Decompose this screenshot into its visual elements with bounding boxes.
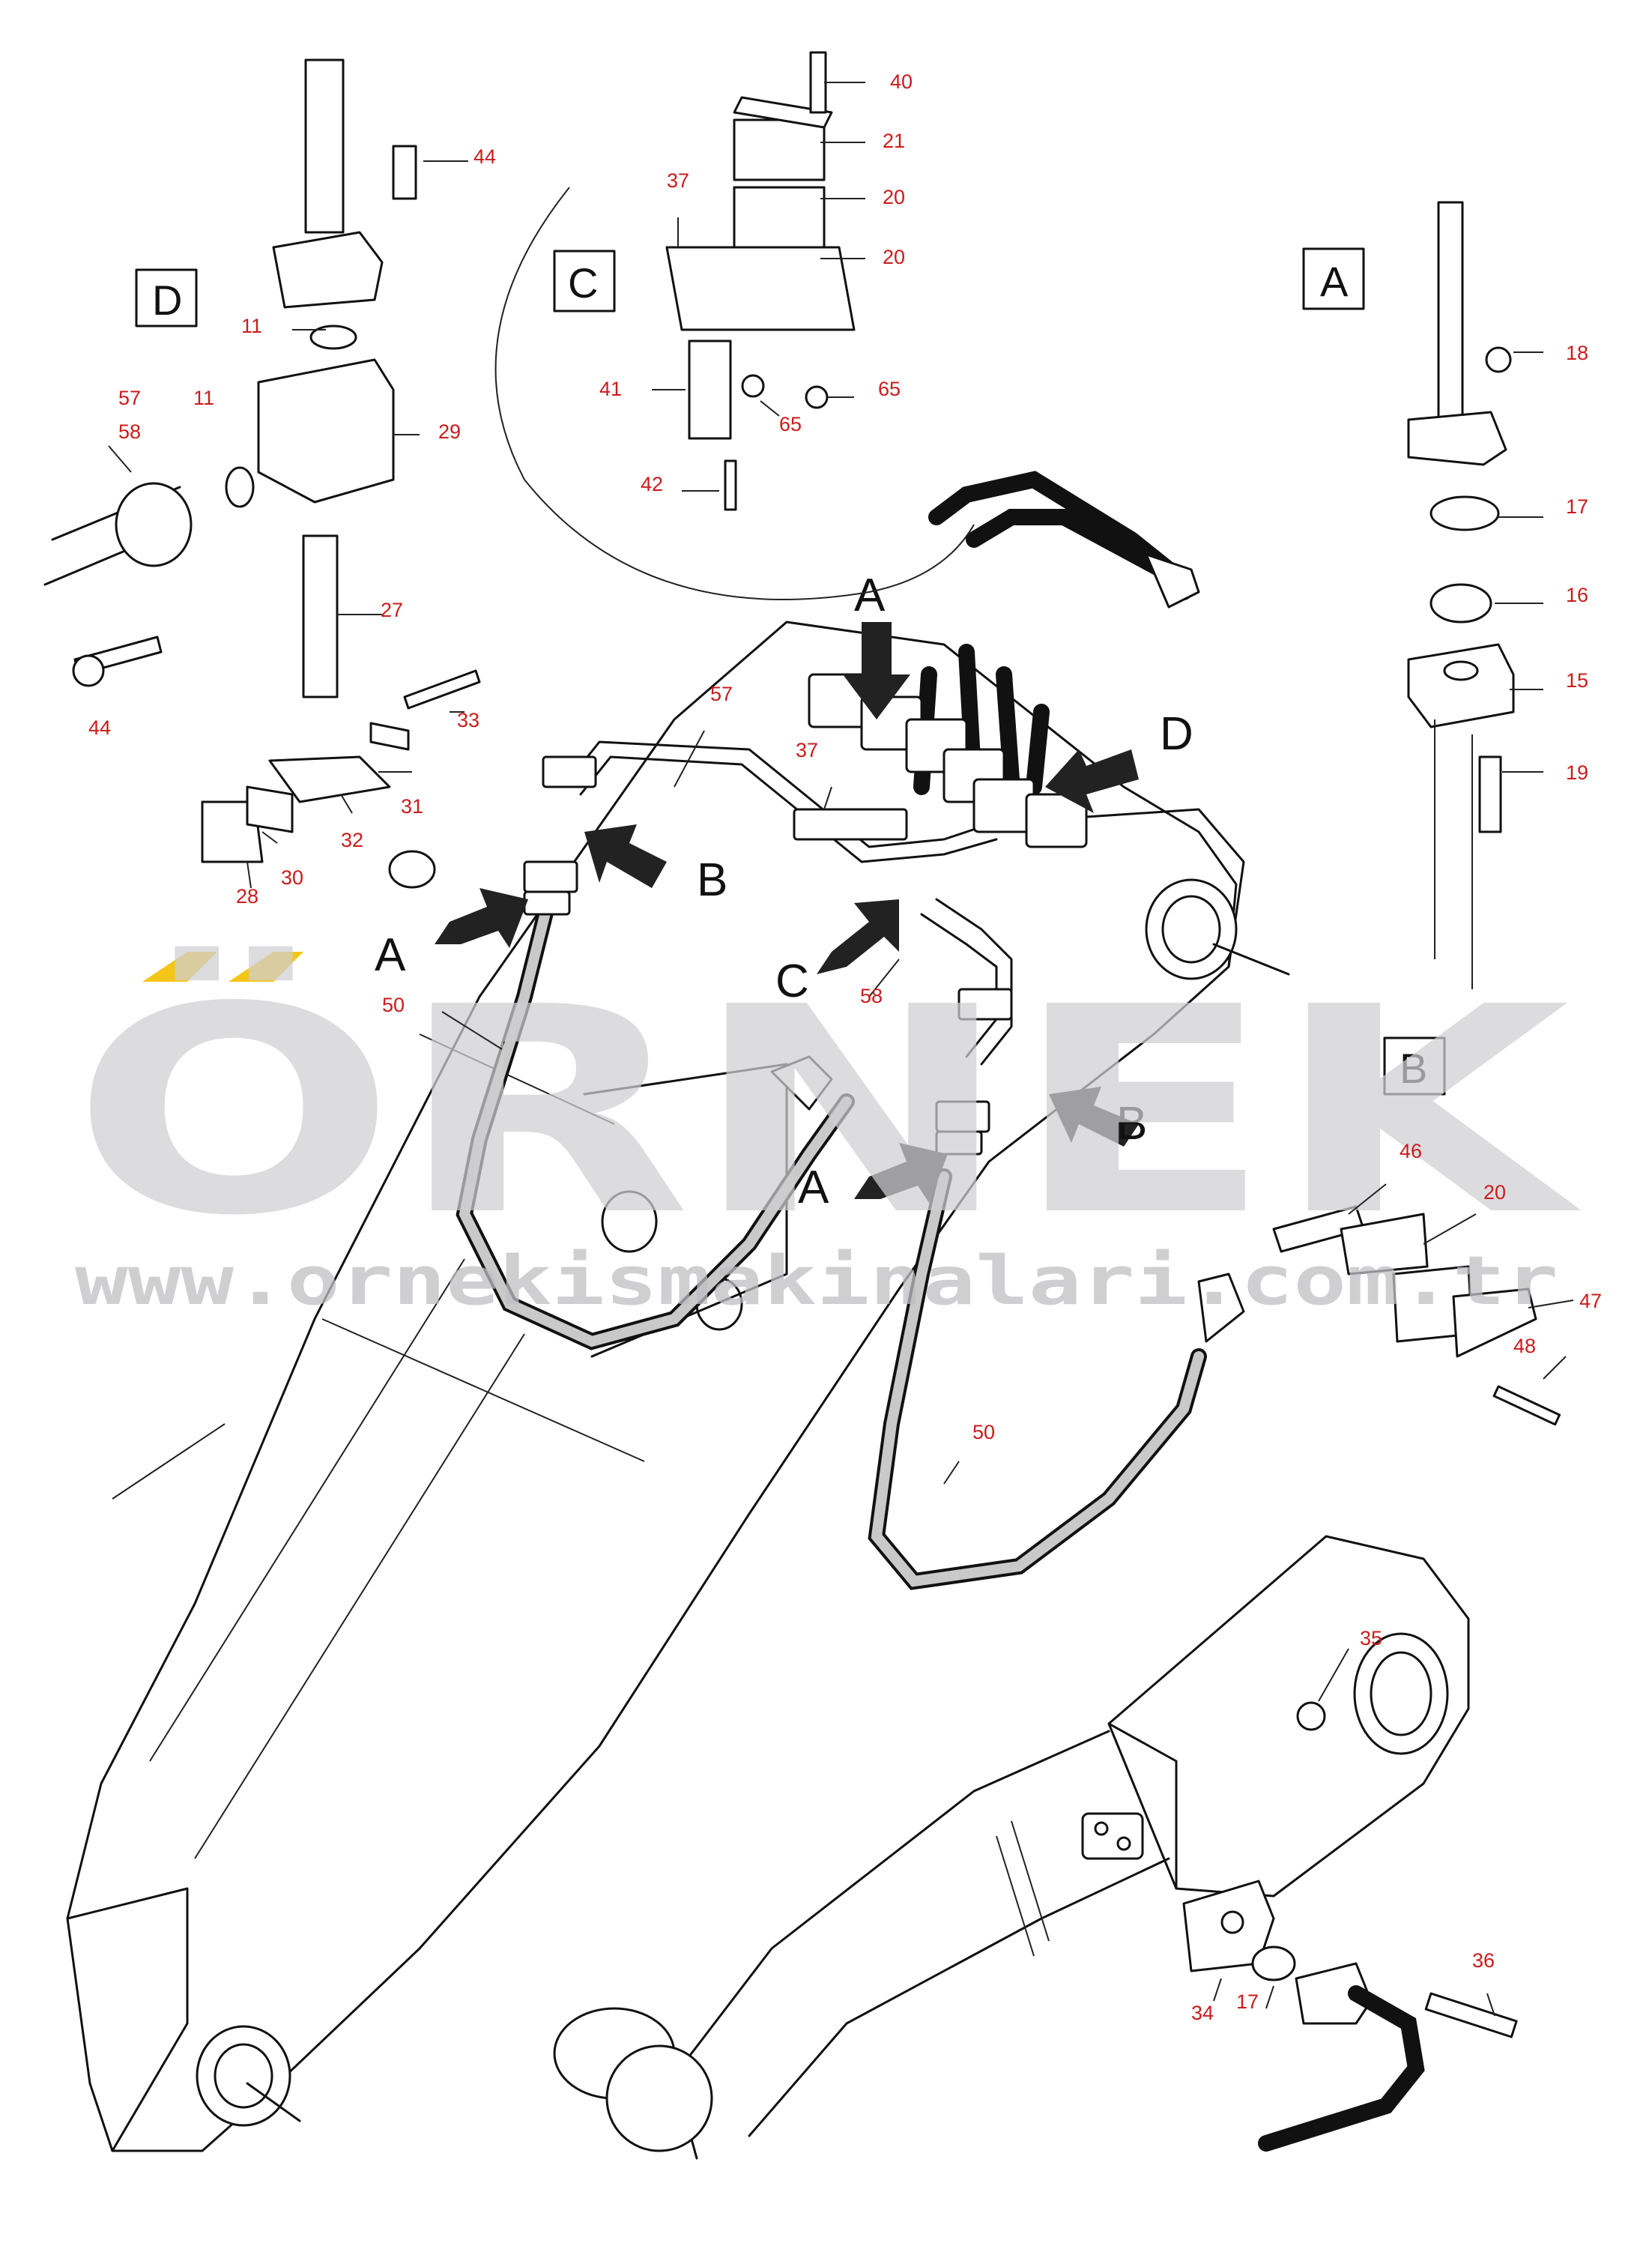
callout-numbers: 44 11 57 58 11 29 27 44 33 31 32 30 28 4… — [88, 70, 1602, 2024]
callout-57-left: 57 — [118, 387, 141, 409]
view-boxes: D C A B — [135, 247, 1446, 1096]
view-box-a: A — [1320, 258, 1349, 305]
view-box-c: C — [568, 259, 598, 307]
arrow-label-d: D — [1160, 708, 1193, 760]
callout-44-top: 44 — [473, 145, 496, 168]
callout-32: 32 — [341, 829, 363, 851]
callout-44-left: 44 — [88, 716, 111, 739]
callout-16: 16 — [1566, 584, 1588, 606]
callout-58-main: 58 — [860, 985, 883, 1007]
callout-31: 31 — [401, 795, 423, 818]
callout-50-left: 50 — [382, 994, 405, 1016]
callout-65-right: 65 — [878, 378, 901, 400]
callout-50-right: 50 — [972, 1421, 995, 1443]
callout-15: 15 — [1566, 669, 1588, 692]
view-box-d: D — [152, 277, 182, 324]
callout-46: 46 — [1400, 1140, 1422, 1162]
arrow-label-b-right: B — [1116, 1098, 1147, 1150]
callout-41: 41 — [599, 378, 622, 400]
watermark-umlaut-accent — [142, 952, 303, 982]
callout-11-top: 11 — [241, 315, 262, 337]
callout-36: 36 — [1472, 1949, 1495, 1972]
callout-19: 19 — [1566, 761, 1588, 784]
view-box-c-frame — [553, 250, 616, 313]
leader-lines — [108, 82, 1574, 2017]
callout-34: 34 — [1191, 2002, 1214, 2024]
view-box-a-frame — [1302, 247, 1365, 310]
callout-42: 42 — [641, 473, 663, 495]
arrow-label-b-left: B — [697, 854, 727, 906]
callout-20-lower: 20 — [883, 246, 905, 268]
callout-30: 30 — [281, 866, 303, 889]
callout-58-left: 58 — [118, 420, 141, 443]
boom-arm — [66, 621, 1290, 2152]
view-box-b: B — [1400, 1045, 1427, 1092]
callout-18: 18 — [1566, 342, 1588, 364]
callout-11-left: 11 — [193, 387, 214, 409]
callout-57-main: 57 — [710, 683, 733, 705]
arrow-label-a-bottom: A — [798, 1162, 829, 1213]
view-box-d-frame — [135, 268, 198, 327]
direction-labels: A D B A C B A — [375, 570, 1193, 1213]
view-box-b-frame — [1383, 1036, 1446, 1096]
watermark-url: www.ornekismakinalari.com.tr — [75, 1242, 1558, 1320]
detail-c — [494, 51, 975, 600]
callout-21: 21 — [883, 130, 905, 152]
callout-17-b: 17 — [1236, 1990, 1259, 2013]
arrow-label-c: C — [775, 956, 809, 1007]
callout-17-a: 17 — [1566, 495, 1588, 518]
hydraulic-cylinder — [553, 1535, 1470, 2160]
arrow-label-a-top: A — [854, 570, 886, 621]
callout-47: 47 — [1579, 1290, 1602, 1312]
callout-28: 28 — [236, 885, 258, 908]
callout-40: 40 — [890, 70, 913, 93]
watermark-brand: ÖRNEK — [71, 944, 1584, 1278]
detail-d — [43, 58, 481, 863]
callout-37-main: 37 — [796, 739, 818, 761]
callout-20-b: 20 — [1483, 1181, 1506, 1204]
detail-a — [1407, 201, 1515, 989]
detail-b — [1272, 1205, 1561, 1426]
arrow-label-a-left: A — [375, 929, 406, 981]
direction-arrows — [435, 622, 1139, 1203]
callout-20-upper: 20 — [883, 186, 905, 208]
callout-35: 35 — [1360, 1627, 1382, 1649]
callout-29: 29 — [438, 420, 461, 443]
cylinder-fittings — [1182, 1701, 1518, 2152]
callout-27: 27 — [381, 599, 403, 621]
watermark: ÖRNEK www.ornekismakinalari.com.tr — [71, 944, 1584, 1320]
callout-65-left: 65 — [779, 413, 802, 435]
callout-33: 33 — [457, 709, 479, 731]
callout-37-c: 37 — [667, 169, 689, 192]
callout-48: 48 — [1513, 1335, 1536, 1357]
